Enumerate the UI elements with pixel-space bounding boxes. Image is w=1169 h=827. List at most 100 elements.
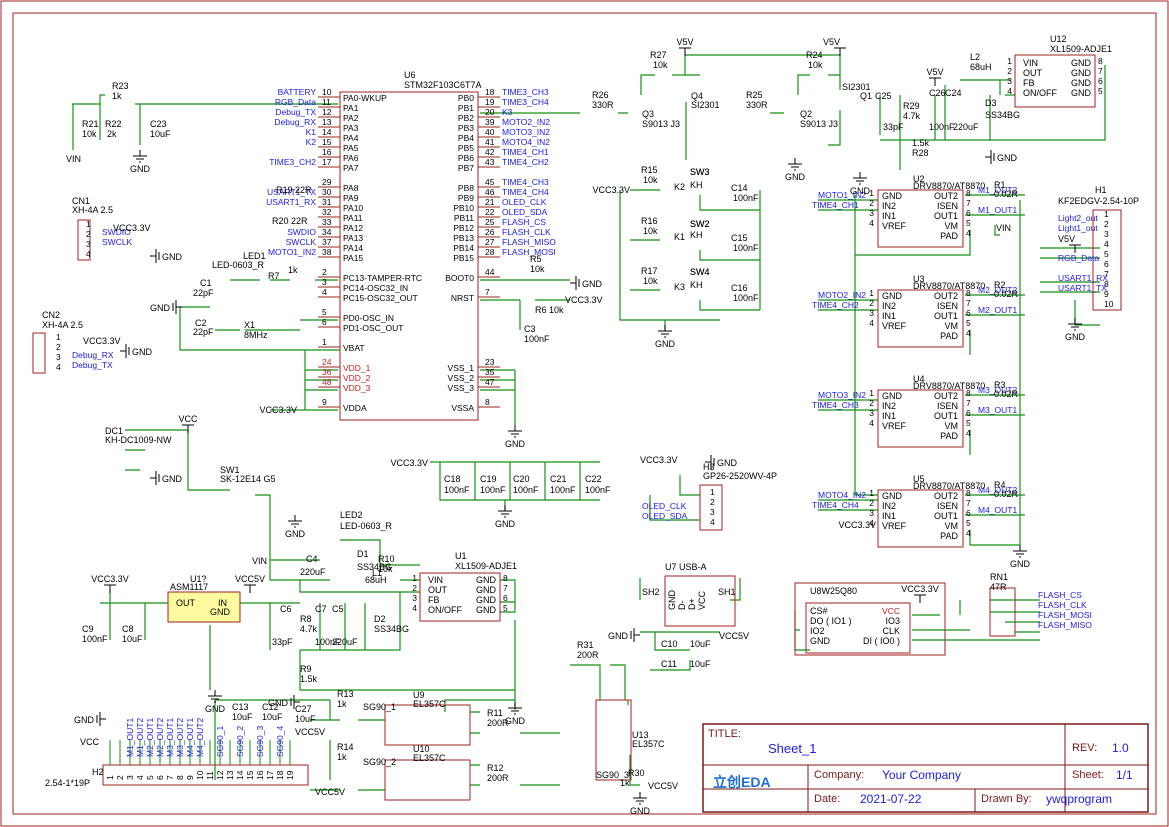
title-label: TITLE: (708, 728, 742, 740)
buck-pin: GND (1071, 88, 1092, 98)
driver-pin-number: 6 (966, 308, 971, 318)
component-label: 1k (112, 91, 122, 101)
component-label: 33pF (883, 122, 904, 132)
cn1-net: SWCLK (102, 237, 133, 247)
driver-pin-number: 2 (869, 298, 874, 308)
component-label: C21 (550, 474, 567, 484)
buck-pin: OUT (428, 585, 448, 595)
component-label: L2 (970, 52, 980, 62)
driver-pin-number: 4 (966, 328, 971, 338)
mcu-pin-number: 3 (322, 277, 327, 287)
driver-pin: GND (882, 291, 903, 301)
cn2-part: XH-4A 2.5 (42, 320, 83, 330)
mcu-pin-name: PB5 (458, 143, 474, 153)
driver-part: DRV8870/AT8870 (913, 181, 985, 191)
mcu-pin-number: 17 (322, 157, 332, 167)
mcu-pin-name: VDD_3 (343, 383, 371, 393)
component-label: C14 (731, 183, 748, 193)
buck-pin-number: 5 (1098, 86, 1103, 96)
buck-ref: U12 (1050, 34, 1067, 44)
buck-pin-number: 7 (1098, 66, 1103, 76)
driver-pin-number: 4 (869, 418, 874, 428)
h1-pin-number: 7 (1104, 269, 1109, 279)
h1-part: KF2EDGV-2.54-10P (1058, 196, 1139, 206)
mcu-pin-number: 28 (485, 247, 495, 257)
driver-pin-number: 1 (869, 388, 874, 398)
h1-pin-number: 6 (1104, 259, 1109, 269)
component-label: SS34BG (374, 624, 409, 634)
component-label: 1k (620, 778, 630, 788)
mcu-pin-number: 21 (485, 197, 495, 207)
mcu-pin-number: 12 (322, 107, 332, 117)
mcu-pin-name: PC15-OSC32_OUT (343, 293, 418, 303)
ground-label: GND (130, 164, 151, 174)
component-label: 1.5k (300, 674, 318, 684)
driver-pin: VREF (882, 421, 907, 431)
driver-pin-number: 4 (869, 518, 874, 528)
mcu-pin-name: BOOT0 (445, 273, 474, 283)
drawn-label: Drawn By: (981, 793, 1032, 805)
driver-pin: PAD (940, 331, 958, 341)
buck-pin-number: 5 (503, 603, 508, 613)
buck-pin: GND (476, 575, 497, 585)
buck-pin: OUT (1023, 68, 1043, 78)
mcu-pin-name: PB2 (458, 113, 474, 123)
dc1-part: KH-DC1009-NW (105, 435, 172, 445)
driver-ref: U3 (913, 274, 925, 284)
component-label: R21 (82, 119, 99, 129)
component-label: L1 (372, 568, 382, 578)
h1-pin-number: 10 (1104, 299, 1114, 309)
h1-net: Light2_out (1058, 213, 1098, 223)
driver-pin: GND (882, 191, 903, 201)
ground-symbol (630, 628, 640, 642)
cn1-body (77, 219, 91, 261)
ground-label: GND (285, 529, 306, 539)
mcu-pin-name: PD1-OSC_OUT (343, 323, 403, 333)
buck-pin: ON/OFF (428, 605, 462, 615)
component-label: SW4 (690, 267, 710, 277)
component-label: C27 (295, 704, 312, 714)
dc1-ref: DC1 (105, 426, 123, 436)
component-label: 10k (378, 564, 393, 574)
driver-pin: VM (945, 521, 959, 531)
opto-ref: U13 (632, 730, 649, 740)
component-label: 10uF (262, 712, 283, 722)
power-label: VCC3.3V (91, 574, 129, 584)
rn1-part: 47R (990, 582, 1007, 592)
driver-pin-number: 3 (869, 308, 874, 318)
mcu-right-net: MOTO4_IN2 (502, 137, 550, 147)
ground-label: GND (162, 474, 183, 484)
mcu-right-net: TIME4_CH1 (502, 147, 549, 157)
component-label: X1 (244, 320, 255, 330)
driver-in2-net: MOTO4_IN2 (818, 490, 866, 500)
buck-pin-number: 3 (1007, 76, 1012, 86)
h2-net: SG90_2 (235, 726, 245, 757)
driver-out1-net: M2_OUT1 (978, 305, 1017, 315)
mcu-pin-name: VSS_2 (448, 373, 475, 383)
ground-symbol (658, 325, 672, 338)
mcu-pin-number: 31 (322, 197, 332, 207)
date-value: 2021-07-22 (860, 792, 922, 806)
component-label: SG90_2 (363, 757, 396, 767)
mcu-pin-name: PB3 (458, 123, 474, 133)
component-label: Q1 (860, 91, 872, 101)
power-label: V5V (676, 37, 693, 47)
mcu-left-net: K2 (306, 137, 317, 147)
driver-pin: PAD (940, 231, 958, 241)
h2-pin-number: 15 (245, 770, 255, 780)
rev-value: 1.0 (1112, 741, 1129, 755)
mcu-pin-name: VDD_2 (343, 373, 371, 383)
driver-u4-body (877, 389, 964, 448)
mcu-pin-number: 33 (322, 217, 332, 227)
h2-pin-number: 8 (175, 775, 185, 780)
h1-net: USART1_TX (1058, 283, 1107, 293)
component-label: R13 (337, 689, 354, 699)
mcu-pin-number: 40 (485, 127, 495, 137)
component-label: 330R (746, 100, 768, 110)
driver-pin: OUT1 (934, 311, 958, 321)
driver-pin: VREF (882, 221, 907, 231)
driver-part: DRV8870/AT8870 (913, 281, 985, 291)
mcu-pin-number: 25 (485, 217, 495, 227)
rn1-net: FLASH_MISO (1038, 620, 1092, 630)
component-label: C6 (280, 604, 292, 614)
